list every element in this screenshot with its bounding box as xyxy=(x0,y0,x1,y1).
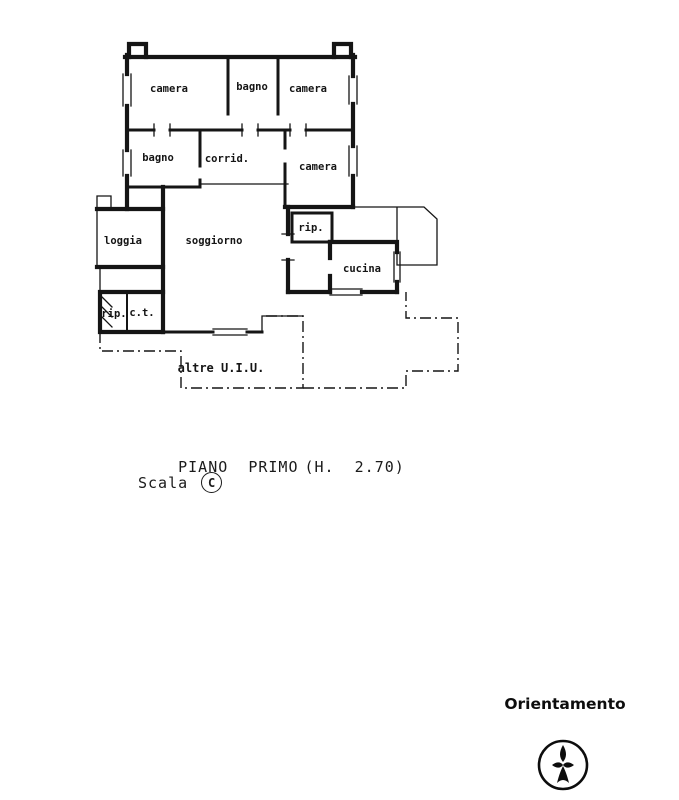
room-label-cucina: cucina xyxy=(343,263,381,275)
room-label-bagno-1: bagno xyxy=(236,81,268,93)
room-label-ct: c.t. xyxy=(129,307,154,319)
room-label-camera-2: camera xyxy=(289,83,327,95)
plan-thin-lines xyxy=(96,73,438,336)
plan-interior-walls xyxy=(125,55,355,334)
floor-height: (H. 2.70) xyxy=(304,458,405,476)
floor-title: PIANO PRIMO xyxy=(178,458,299,476)
floor-caption: PIANO PRIMO (H. 2.70) xyxy=(138,440,405,494)
orientation-label: Orientamento xyxy=(504,695,626,713)
other-units-boundary xyxy=(99,292,459,389)
north-arrow-glyph xyxy=(552,745,574,783)
room-label-camera-1: camera xyxy=(150,83,188,95)
floor-plan: camera bagno camera bagno corrid. camera… xyxy=(94,41,459,389)
scale-circle-badge: C xyxy=(201,472,223,493)
plan-exterior-walls xyxy=(94,41,400,335)
room-label-rip-1: rip. xyxy=(298,222,323,234)
room-labels: camera bagno camera bagno corrid. camera… xyxy=(101,81,381,375)
orientation-circle xyxy=(537,739,589,791)
room-label-corridoio: corrid. xyxy=(205,153,249,165)
scale-label: Scala xyxy=(138,473,189,492)
room-label-soggiorno: soggiorno xyxy=(186,235,243,247)
room-label-loggia: loggia xyxy=(104,235,142,247)
room-label-camera-3: camera xyxy=(299,161,337,173)
other-units-label: altre U.I.U. xyxy=(178,361,265,375)
room-label-bagno-2: bagno xyxy=(142,152,174,164)
scale-caption: Scala C xyxy=(138,472,223,493)
north-arrow-icon xyxy=(537,739,589,791)
room-label-rip-2: rip. xyxy=(101,308,126,320)
